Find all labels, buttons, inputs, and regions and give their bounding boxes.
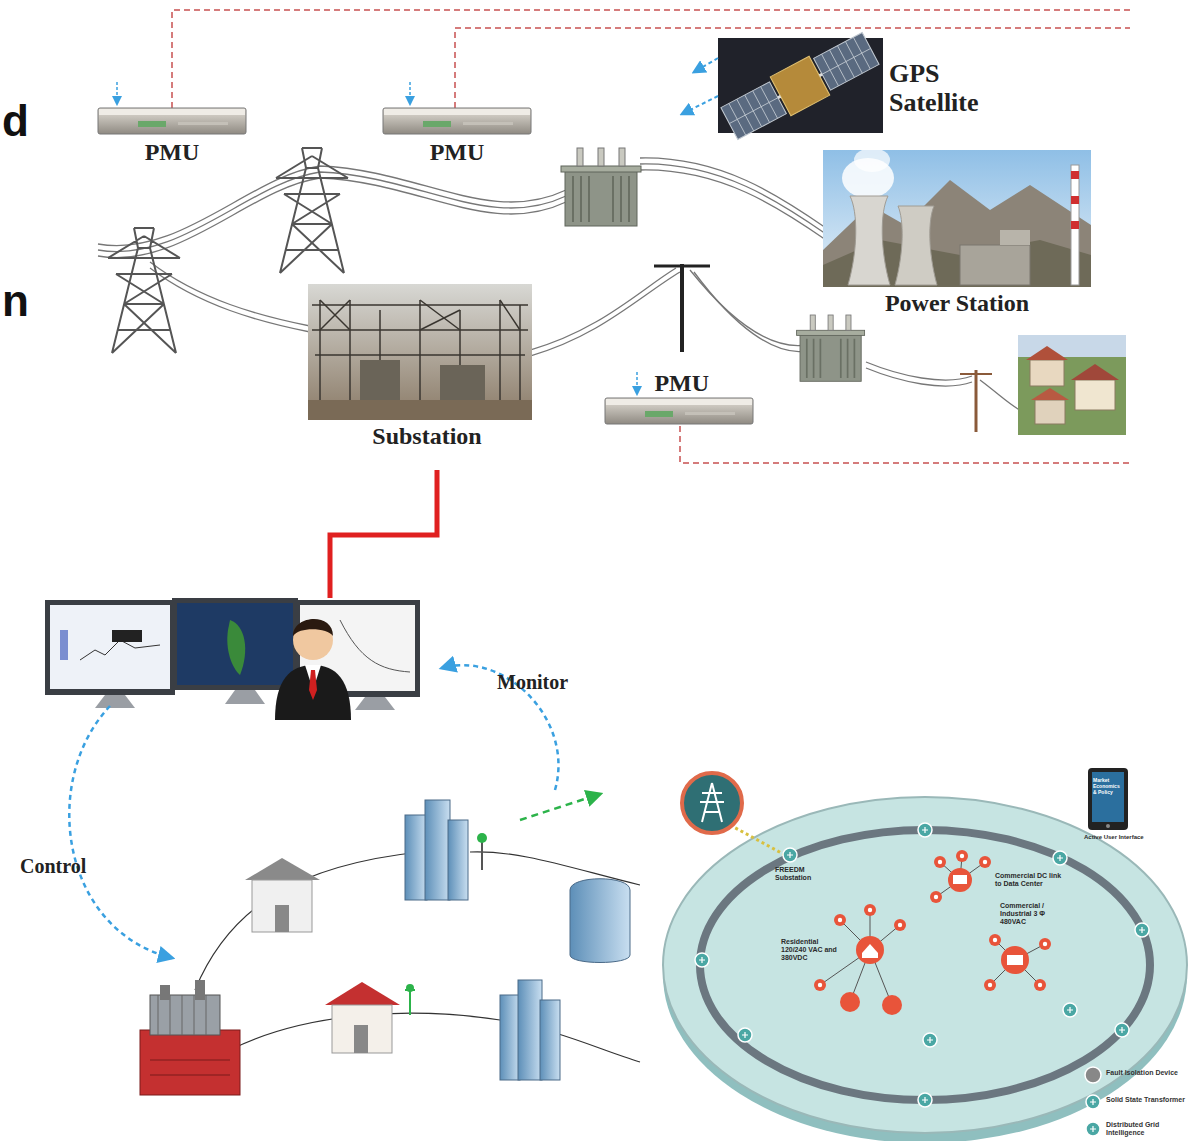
pmu-device: PMU xyxy=(605,398,753,426)
node-caption: PMU xyxy=(654,370,709,396)
map-label: FREEDM Substation xyxy=(775,866,817,882)
legend-item: Distributed Grid Intelligence xyxy=(1106,1121,1191,1138)
node-caption: Substation xyxy=(372,423,481,449)
pmu-device: PMU xyxy=(383,108,531,136)
legend-item: Fault Isolation Device xyxy=(1106,1069,1191,1077)
flow-label: Monitor xyxy=(497,671,568,694)
node-caption: PMU xyxy=(145,139,200,165)
node-caption: Power Station xyxy=(885,290,1029,316)
legend-text: Fault Isolation Device xyxy=(1106,1069,1178,1077)
legend-item: Solid State Transformer xyxy=(1106,1096,1191,1104)
map-label: Commercial / Industrial 3 Φ 480VAC xyxy=(1000,902,1072,926)
gps-satellite: GPS Satellite xyxy=(718,38,883,133)
legend-text: Distributed Grid Intelligence xyxy=(1106,1121,1191,1138)
cropped-heading-letter: n xyxy=(2,276,29,327)
flow-label: Control xyxy=(20,855,86,878)
map-label: Active User Interface xyxy=(1084,834,1144,841)
map-label: Residential 120/240 VAC and 380VDC xyxy=(781,938,843,962)
cropped-heading-letter: d xyxy=(2,96,29,147)
pmu-device: PMU xyxy=(98,108,246,136)
legend-text: Solid State Transformer xyxy=(1106,1096,1185,1104)
map-label: Commercial DC link to Data Center xyxy=(995,872,1063,888)
tablet-screen-text: Market Economics & Policy xyxy=(1093,778,1123,795)
node-caption: GPS Satellite xyxy=(889,60,979,117)
node-caption: PMU xyxy=(430,139,485,165)
substation: Substation xyxy=(315,284,539,420)
power-station: Power Station xyxy=(823,150,1091,287)
